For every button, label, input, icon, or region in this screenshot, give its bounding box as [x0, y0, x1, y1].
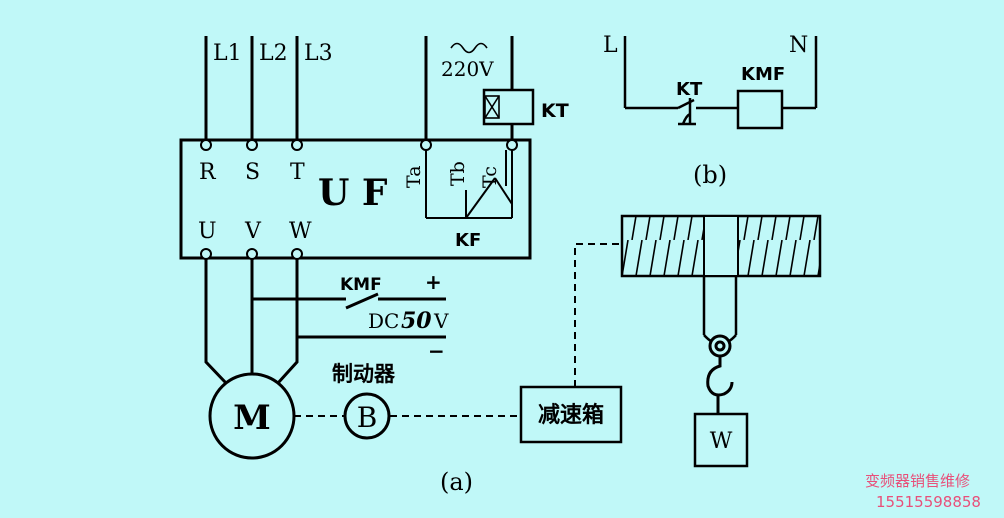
gearbox-label: 减速箱 [538, 402, 604, 428]
label-b-kmf: KMF [741, 64, 785, 85]
label-l2: L2 [259, 41, 288, 66]
kt-coil [482, 88, 535, 126]
inverter-name: U F [318, 172, 388, 214]
watermark-line1: 变频器销售维修 [865, 472, 970, 490]
brake-label: B [357, 401, 378, 434]
inverter-box [179, 138, 532, 260]
brake-caption: 制动器 [332, 362, 396, 386]
watermark-line2: 15515598858 [876, 493, 981, 511]
gearbox-box [519, 385, 623, 444]
terminal-t: T [290, 160, 305, 185]
label-dc-minus: − [428, 339, 445, 363]
label-l3: L3 [304, 41, 333, 66]
hoist-rope [702, 276, 738, 346]
label-kt-coil: KT [541, 100, 569, 122]
terminal-s: S [245, 160, 260, 185]
terminal-ta: Ta [403, 165, 425, 188]
supply-lines [204, 36, 299, 140]
mechanical-link [294, 243, 622, 417]
terminal-u: U [198, 219, 217, 244]
ac-symbol-icon [450, 42, 488, 54]
output-terminals [200, 248, 303, 260]
motor-cables [204, 259, 299, 385]
brake-symbol [343, 392, 391, 440]
label-220v: 220V [441, 57, 494, 81]
load-weight [693, 412, 749, 468]
label-l1: L1 [213, 41, 242, 66]
kf-relay-contacts [425, 150, 513, 219]
caption-a: (a) [440, 468, 473, 496]
motor-label: M [233, 398, 271, 438]
input-terminals [200, 139, 518, 151]
brake-supply-lines [252, 292, 446, 339]
terminal-r: R [199, 160, 217, 185]
terminal-w: W [289, 219, 312, 244]
kt-contact-icon [677, 98, 696, 126]
label-dc-unit: V [433, 309, 449, 333]
caption-b: (b) [693, 161, 727, 189]
terminal-tc: Tc [479, 166, 501, 188]
terminal-tb: Tb [447, 161, 469, 186]
label-b-n: N [789, 33, 808, 58]
label-dc-prefix: DC [368, 309, 399, 333]
circuit-b-lines [623, 36, 818, 110]
label-b-kt: KT [676, 79, 703, 100]
label-dc-value: 50 [401, 308, 432, 334]
control-supply-lines [424, 36, 514, 140]
kmf-coil [736, 89, 784, 130]
label-kmf-contact: KMF [340, 275, 382, 295]
terminal-v: V [244, 219, 262, 244]
hoist-drum [620, 214, 822, 278]
label-dc-plus: + [425, 270, 442, 294]
label-kf: KF [455, 230, 481, 251]
label-b-l: L [603, 33, 618, 58]
load-label: W [710, 429, 733, 454]
hook-icon [706, 334, 734, 414]
